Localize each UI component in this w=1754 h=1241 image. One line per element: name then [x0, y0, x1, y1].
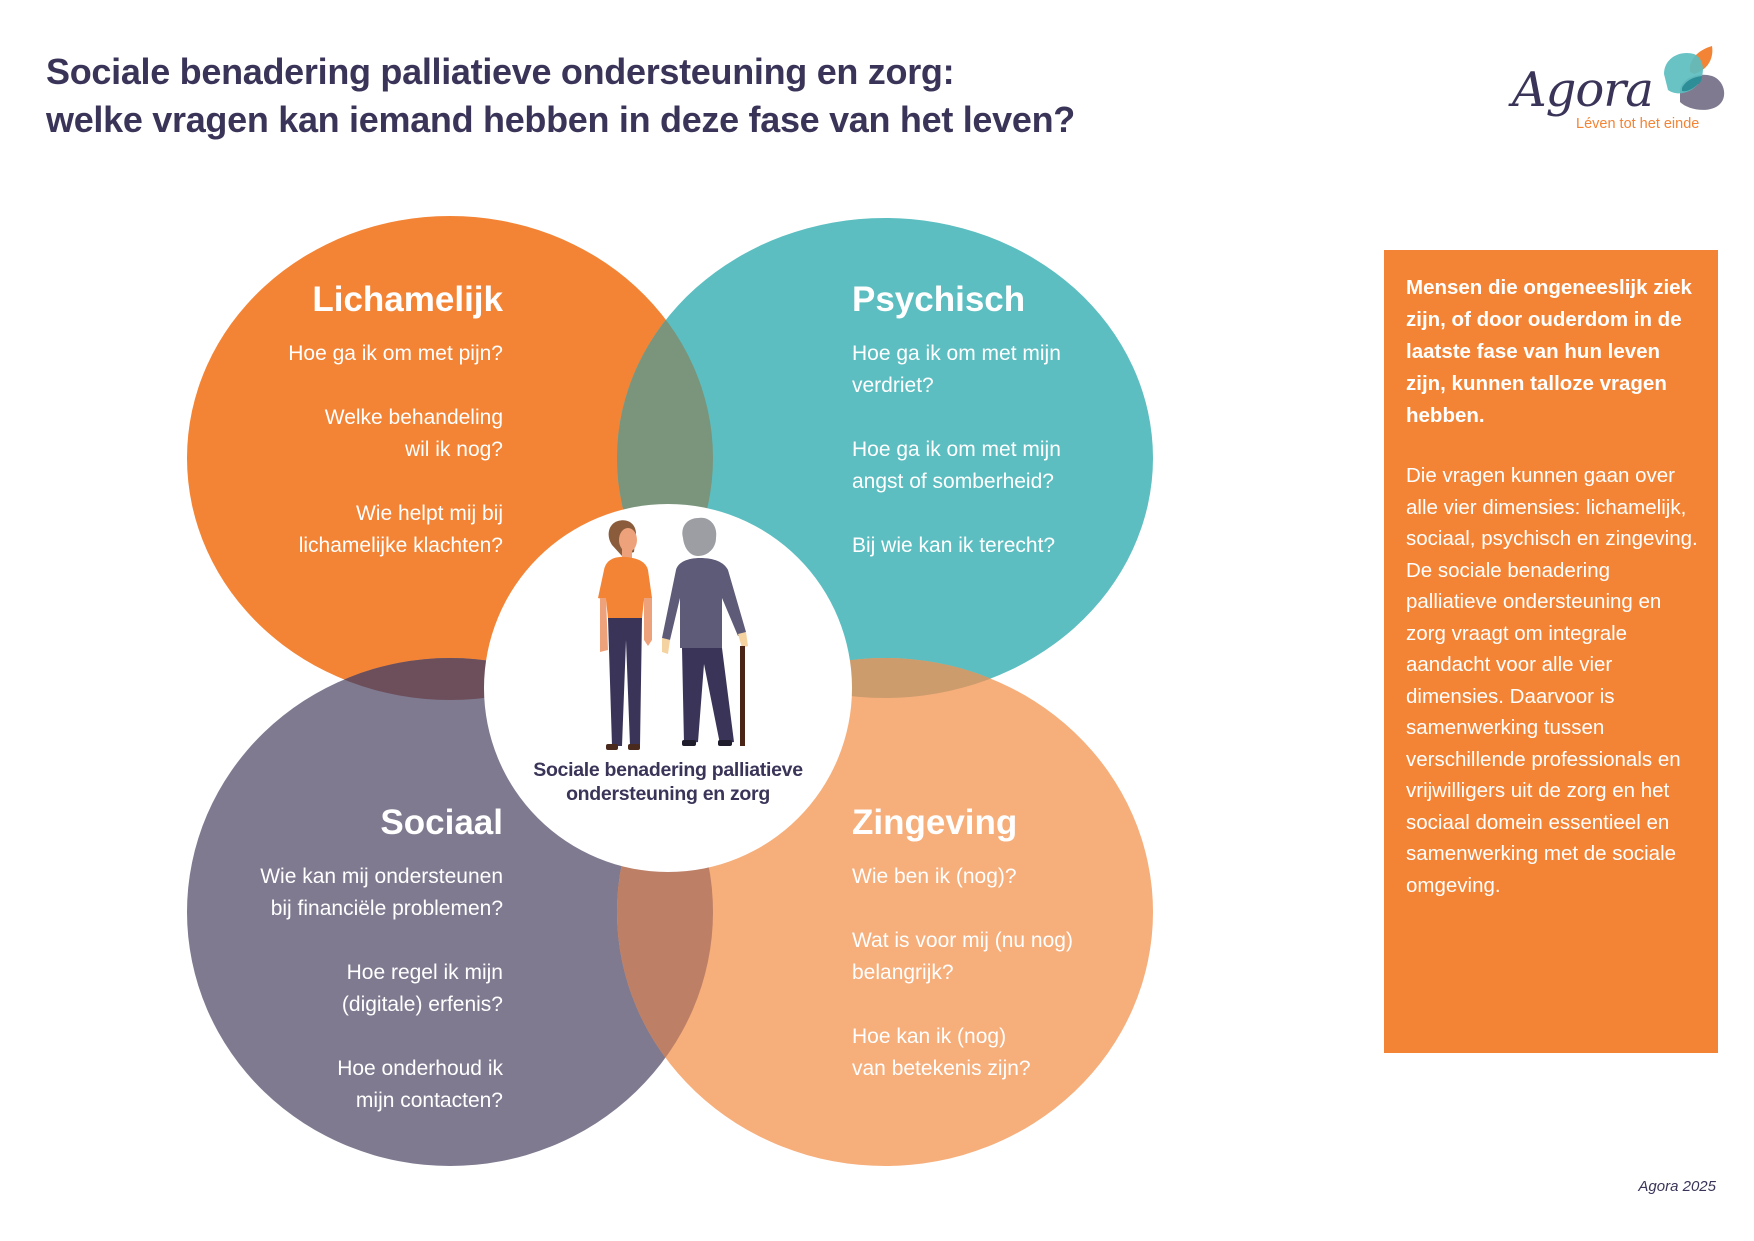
dimension-zingeving: Zingeving Wie ben ik (nog)? Wat is voor … — [852, 803, 1152, 1117]
logo-tagline: Léven tot het einde — [1576, 116, 1700, 132]
footer-credit: Agora 2025 — [1638, 1178, 1716, 1195]
dimension-title: Sociaal — [380, 803, 503, 842]
question: Wie kan mij ondersteunen bij financiële … — [260, 865, 503, 920]
title-line-1: Sociale benadering palliatieve ondersteu… — [46, 51, 955, 92]
logo-wordmark: Agora — [1512, 62, 1654, 118]
info-panel-body: Die vragen kunnen gaan over alle vier di… — [1406, 464, 1698, 897]
center-circle — [484, 504, 852, 872]
logo-teal-purple-overlap — [1682, 76, 1702, 92]
question: Welke behandeling wil ik nog? — [324, 406, 503, 461]
dimension-title: Lichamelijk — [312, 280, 503, 319]
question: Wie helpt mij bij lichamelijke klachten? — [298, 502, 503, 557]
question: Wie ben ik (nog)? — [852, 865, 1017, 888]
center-label: Sociale benadering palliatieve ondersteu… — [533, 759, 803, 805]
question: Wat is voor mij (nu nog) belangrijk? — [852, 929, 1073, 984]
title-line-2: welke vragen kan iemand hebben in deze f… — [46, 99, 1075, 140]
elderly-man-figure — [662, 517, 748, 746]
question: Bij wie kan ik terecht? — [852, 534, 1056, 557]
question: Hoe regel ik mijn (digitale) erfenis? — [341, 961, 503, 1016]
page-title: Sociale benadering palliatieve ondersteu… — [46, 48, 1075, 144]
dimension-title: Psychisch — [852, 280, 1026, 319]
dimension-lichamelijk: Lichamelijk Hoe ga ik om met pijn? Welke… — [200, 280, 503, 594]
agora-logo: Agora Léven tot het einde — [1500, 44, 1730, 144]
info-panel-lead: Mensen die ongeneeslijk ziek zijn, of do… — [1406, 276, 1692, 427]
question: Hoe ga ik om met mijn verdriet? — [852, 342, 1061, 397]
question: Hoe ga ik om met mijn angst of somberhei… — [852, 438, 1061, 493]
two-people-with-cane-icon — [598, 517, 748, 750]
dimension-psychisch: Psychisch Hoe ga ik om met mijn verdriet… — [852, 280, 1152, 594]
dimension-sociaal: Sociaal Wie kan mij ondersteunen bij fin… — [200, 803, 503, 1149]
cane-icon — [740, 646, 745, 746]
woman-figure — [598, 520, 652, 750]
info-panel: Mensen die ongeneeslijk ziek zijn, of do… — [1384, 250, 1718, 1053]
question: Hoe kan ik (nog) van betekenis zijn? — [852, 1025, 1031, 1080]
dimension-title: Zingeving — [852, 803, 1018, 842]
question: Hoe onderhoud ik mijn contacten? — [337, 1057, 503, 1112]
overlapping-leaves-icon — [1664, 46, 1725, 110]
question: Hoe ga ik om met pijn? — [288, 342, 503, 365]
